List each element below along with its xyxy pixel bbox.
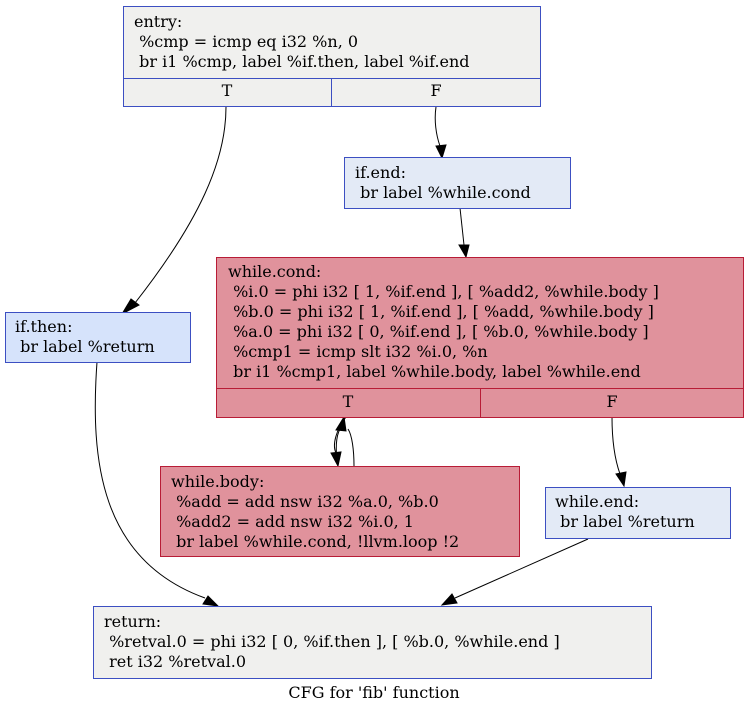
node-entry-label: entry: [134, 12, 182, 31]
edge-while-body-to-while-cond [347, 428, 355, 467]
graph-title: CFG for 'fib' function [288, 683, 459, 702]
node-while-cond-line: %a.0 = phi i32 [ 0, %if.end ], [ %b.0, %… [228, 322, 649, 341]
node-while-cond-line: br i1 %cmp1, label %while.body, label %w… [228, 362, 641, 381]
node-return-line: %retval.0 = phi i32 [ 0, %if.then ], [ %… [104, 632, 560, 651]
edge-while-end-to-return [440, 538, 589, 606]
node-while-cond-port-true: T [343, 392, 354, 411]
node-entry-line: %cmp = icmp eq i32 %n, 0 [134, 32, 358, 51]
edge-while-cond-to-while-end [611, 416, 627, 488]
node-if-then-line: br label %return [15, 337, 155, 356]
node-if-end-line: br label %while.cond [355, 183, 531, 202]
edge-while-cond-t-to-while-body [330, 416, 347, 468]
node-return-line: ret i32 %retval.0 [104, 652, 246, 671]
node-entry-line: br i1 %cmp, label %if.then, label %if.en… [134, 52, 470, 71]
edges [94, 106, 627, 607]
node-return-label: return: [104, 612, 161, 631]
edge-if-end-to-while-cond [458, 207, 470, 259]
edge-entry-to-if-then [120, 106, 227, 316]
node-while-end-label: while.end: [555, 492, 639, 511]
node-while-body-box [160, 466, 520, 557]
node-while-body-line: br label %while.cond, !llvm.loop !2 [171, 532, 459, 551]
node-entry-port-false: F [430, 81, 441, 100]
node-if-then: if.then: br label %return [5, 312, 191, 363]
node-while-body-line: %add = add nsw i32 %a.0, %b.0 [171, 492, 439, 511]
node-while-body: while.body: %add = add nsw i32 %a.0, %b.… [160, 466, 520, 557]
edge-entry-to-if-end [434, 106, 447, 160]
node-if-end-box [344, 157, 571, 209]
node-while-cond-line: %i.0 = phi i32 [ 1, %if.end ], [ %add2, … [228, 282, 659, 301]
node-while-cond-line: %b.0 = phi i32 [ 1, %if.end ], [ %add, %… [228, 302, 654, 321]
node-while-cond-line: %cmp1 = icmp slt i32 %i.0, %n [228, 342, 488, 361]
node-return-box [93, 606, 652, 679]
node-while-cond: while.cond: %i.0 = phi i32 [ 1, %if.end … [216, 257, 744, 418]
node-while-cond-label: while.cond: [228, 262, 321, 281]
edge-if-then-to-return [94, 361, 220, 607]
node-while-end-line: br label %return [555, 512, 695, 531]
node-if-end-label: if.end: [355, 163, 406, 182]
node-if-end: if.end: br label %while.cond [344, 157, 571, 209]
node-if-then-box [5, 312, 191, 363]
node-entry-port-true: T [222, 81, 233, 100]
node-while-end-box [545, 487, 731, 539]
node-while-body-line: %add2 = add nsw i32 %i.0, 1 [171, 512, 414, 531]
node-return: return: %retval.0 = phi i32 [ 0, %if.the… [93, 606, 652, 679]
node-if-then-label: if.then: [15, 317, 72, 336]
node-while-body-label: while.body: [171, 472, 264, 491]
node-while-cond-port-false: F [606, 392, 617, 411]
node-while-end: while.end: br label %return [545, 487, 731, 539]
node-entry: entry: %cmp = icmp eq i32 %n, 0 br i1 %c… [123, 6, 541, 107]
